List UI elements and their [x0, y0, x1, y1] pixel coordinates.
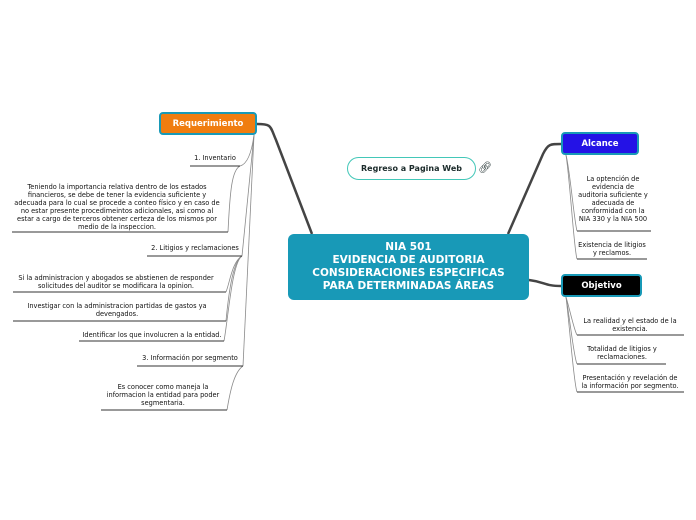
topic-requerimiento-label: Requerimiento — [172, 118, 244, 129]
branch-line-requerimiento — [256, 122, 314, 235]
central-topic-title: NIA 501 EVIDENCIA DE AUDITORIA CONSIDERA… — [312, 241, 505, 292]
topic-alcance-label: Alcance — [581, 138, 619, 149]
web-link-button[interactable]: Regreso a Pagina Web — [347, 157, 476, 180]
leaf-segmento[interactable]: 3. Información por segmento — [142, 354, 238, 362]
leaf-litigios-gastos[interactable]: Investigar con la administracion partida… — [27, 302, 207, 318]
leaf-litigios-entidad[interactable]: Identificar los que involucren a la enti… — [82, 331, 222, 339]
branch-line-alcance — [506, 142, 562, 235]
leaf-inventario-detail[interactable]: Teniendo la importancia relativa dentro … — [14, 183, 220, 231]
leaf-segmento-detail[interactable]: Es conocer como maneja la informacion la… — [106, 383, 220, 407]
leaf-alcance-evidencia[interactable]: La optención de evidencia de auditoria s… — [578, 175, 648, 223]
leaf-objetivo-totalidad[interactable]: Totalidad de litigios y reclamaciones. — [587, 345, 657, 361]
link-globe-icon[interactable]: 🔗︎ — [478, 161, 492, 174]
web-link-label: Regreso a Pagina Web — [361, 164, 462, 173]
branch-line-objetivo — [528, 278, 562, 288]
leaf-objetivo-presentacion[interactable]: Presentación y revelación de la informac… — [581, 374, 679, 390]
topic-requerimiento[interactable]: Requerimiento — [159, 112, 257, 135]
topic-alcance[interactable]: Alcance — [561, 132, 639, 155]
leaf-litigios-opinion[interactable]: Si la administracion y abogados se absti… — [18, 274, 214, 290]
leaf-objetivo-realidad[interactable]: La realidad y el estado de la existencia… — [583, 317, 677, 333]
leaf-alcance-litigios[interactable]: Existencia de litigios y reclamos. — [578, 241, 646, 257]
leaf-inventario[interactable]: 1. Inventario — [194, 154, 236, 162]
topic-objetivo[interactable]: Objetivo — [561, 274, 642, 297]
topic-objetivo-label: Objetivo — [581, 280, 622, 291]
central-topic[interactable]: NIA 501 EVIDENCIA DE AUDITORIA CONSIDERA… — [288, 234, 529, 300]
leaf-litigios[interactable]: 2. Litigios y reclamaciones — [151, 244, 239, 252]
